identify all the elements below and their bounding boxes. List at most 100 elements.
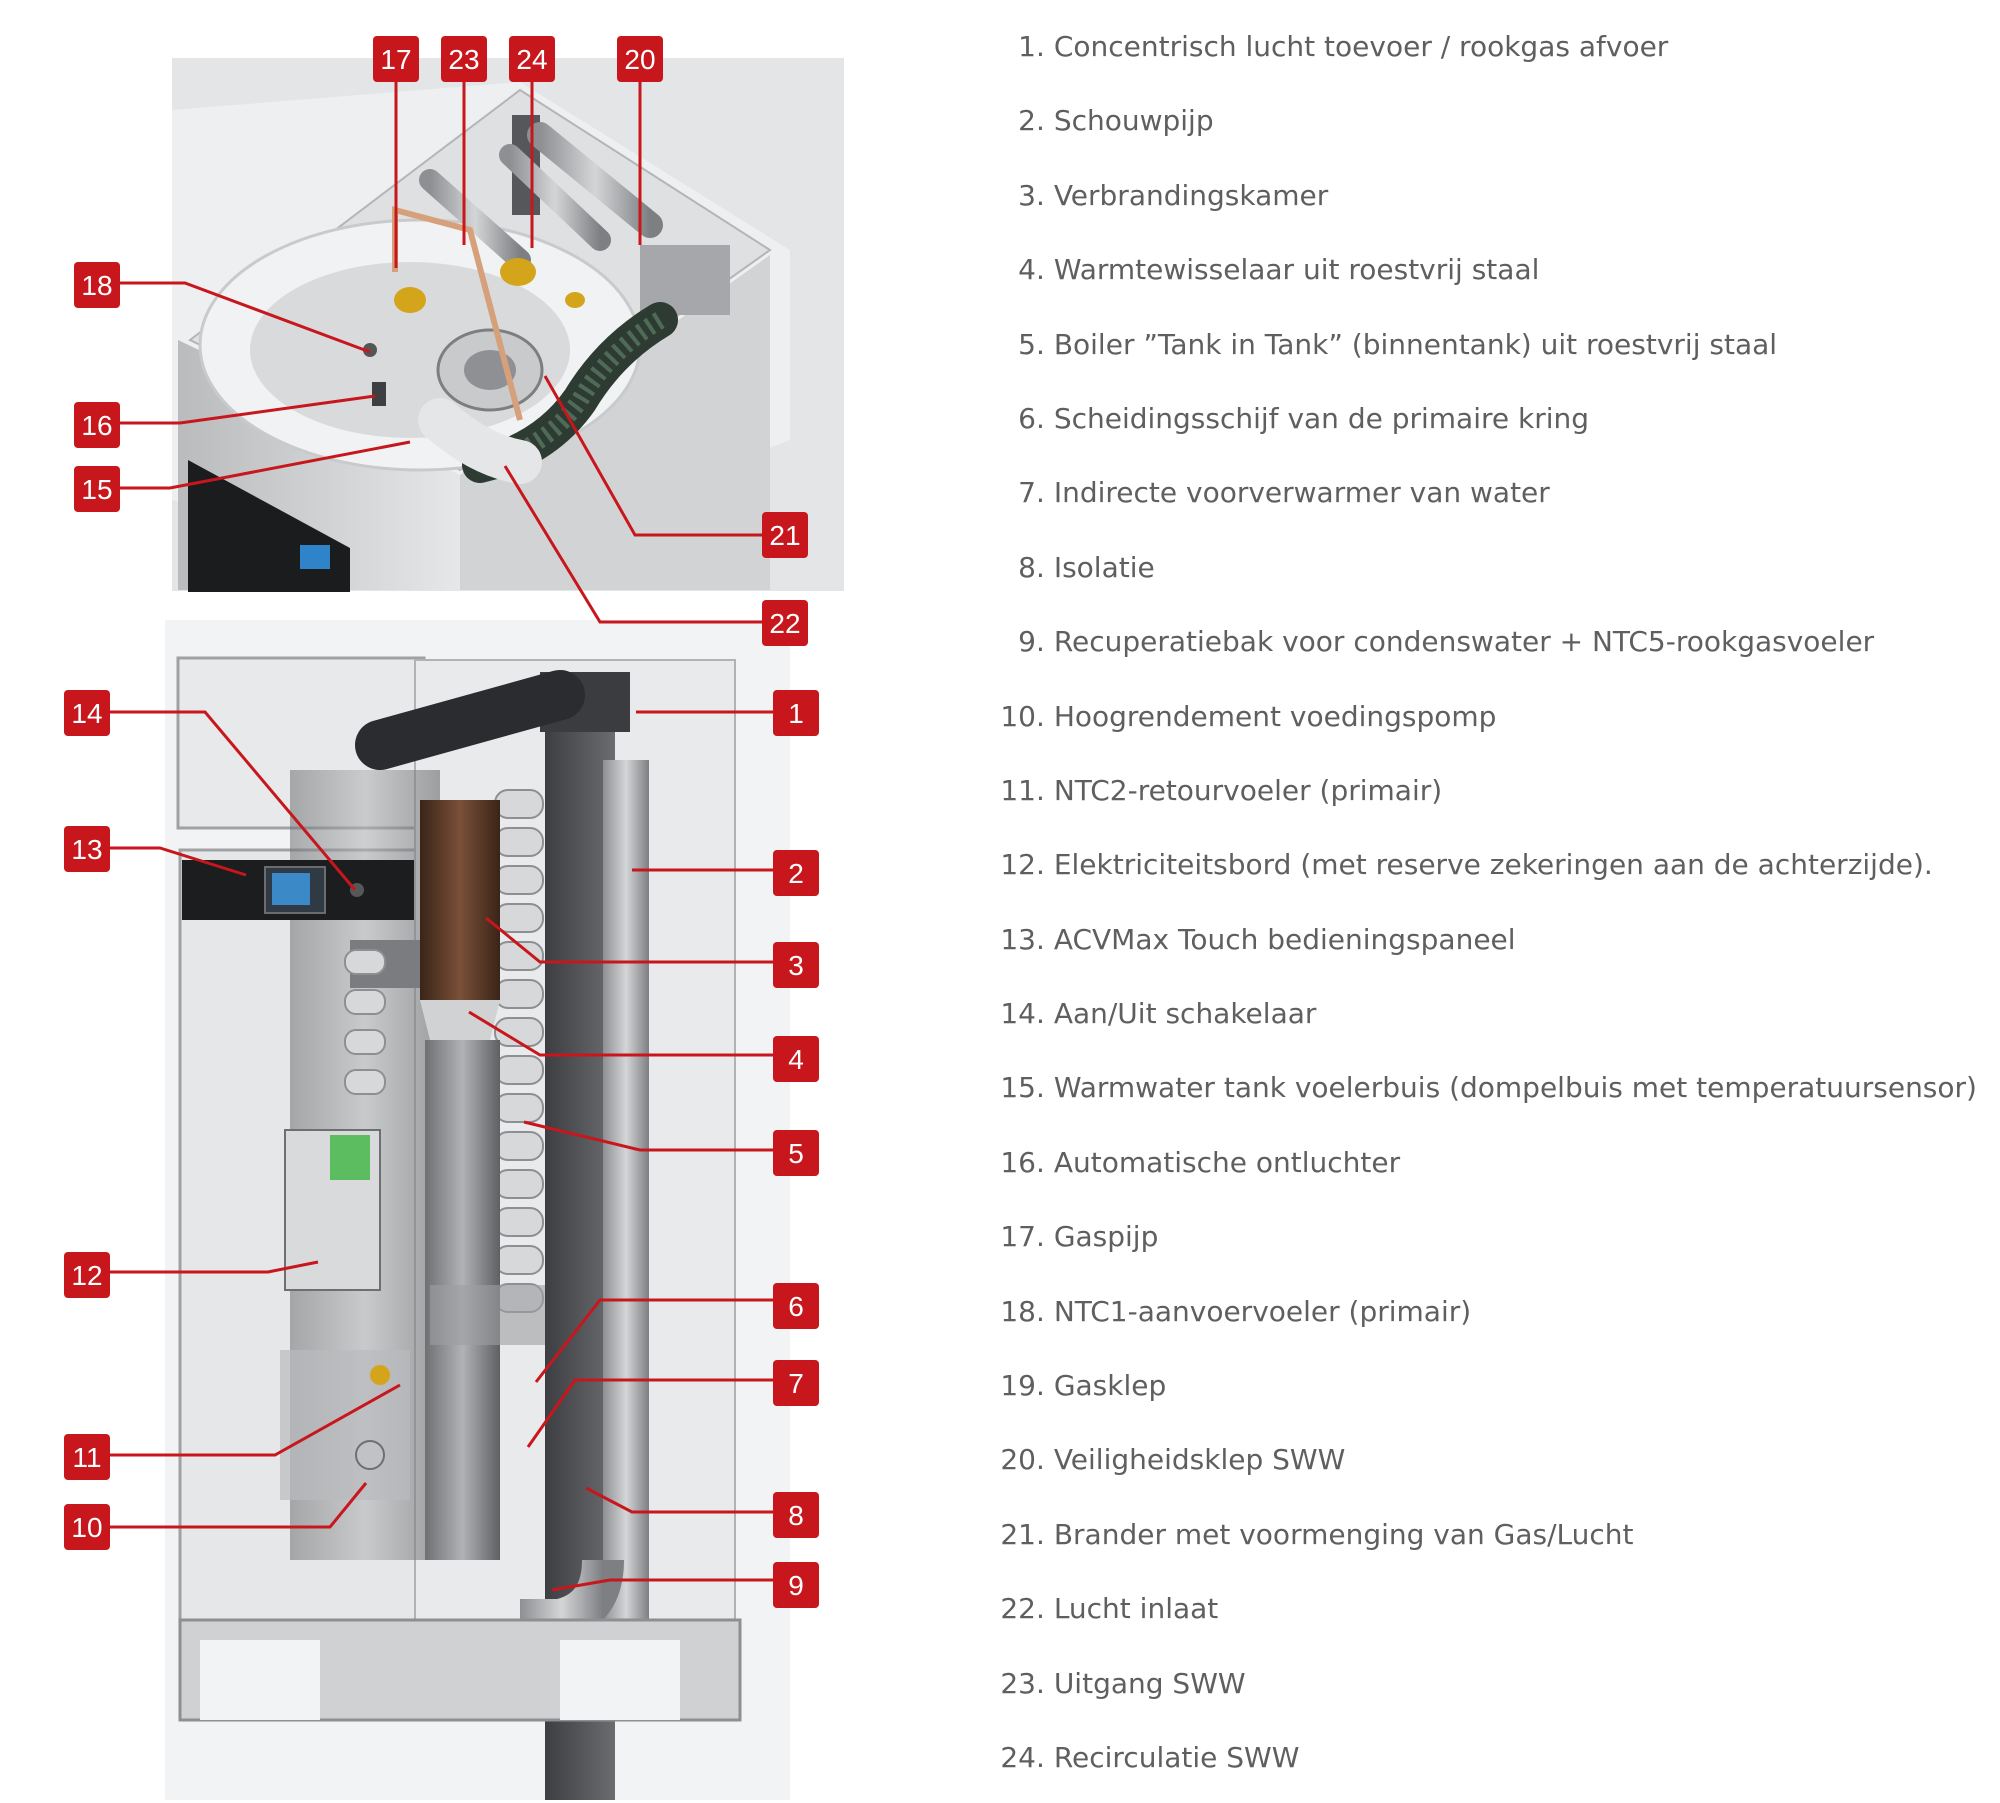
legend-number: 20 [1000,1443,1036,1477]
legend-text: NTC2-retourvoeler (primair) [1053,773,1443,807]
legend-number: 21 [1000,1517,1036,1551]
warmtewisselaar-coils [344,789,544,1313]
legend-text: Isolatie [1053,550,1155,584]
legend-number: 9 [1018,625,1036,659]
legend-text: Hoogrendement voedingspomp [1053,699,1497,733]
svg-text:3: 3 [788,950,804,981]
leader-11 [90,1383,401,1457]
callout-badge-13: 13 [64,826,110,872]
svg-text:10: 10 [71,1512,102,1543]
callout-badge-9: 9 [773,1562,819,1608]
parts-legend: 1. Concentrisch lucht toevoer / rookgas … [980,18,1990,1803]
legend-number: 13 [1000,922,1036,956]
legend-item: 21. Brander met voormenging van Gas/Luch… [980,1506,1990,1580]
legend-item: 12. Elektriciteitsbord (met reserve zeke… [980,836,1990,910]
legend-text: Concentrisch lucht toevoer / rookgas afv… [1053,30,1669,63]
legend-item: 22. Lucht inlaat [980,1580,1990,1654]
callout-badge-21: 21 [762,512,808,558]
legend-text: Brander met voormenging van Gas/Lucht [1053,1517,1634,1551]
leader-12 [90,1260,319,1274]
callout-badge-12: 12 [64,1252,110,1298]
leader-13 [90,846,247,877]
callout-badge-6: 6 [773,1283,819,1329]
legend-number: 11 [1000,773,1036,807]
leader-7 [526,1378,773,1448]
boiler-cutaway-diagram: 1 2 3 4 5 6 7 8 9 10 11 12 13 14 15 16 1… [64,36,844,1800]
legend-text: Warmwater tank voelerbuis (dompelbuis me… [1053,1071,1977,1105]
svg-text:14: 14 [71,698,102,729]
legend-text: Gasklep [1053,1369,1167,1403]
legend-text: Boiler ”Tank in Tank” (binnentank) uit r… [1053,327,1778,361]
legend-text: Uitgang SWW [1053,1666,1246,1700]
legend-item: 3. Verbrandingskamer [980,167,1990,241]
legend-item: 13. ACVMax Touch bedieningspaneel [980,911,1990,985]
legend-text: Automatische ontluchter [1053,1145,1401,1179]
svg-text:24: 24 [516,44,547,75]
svg-text:1: 1 [788,698,804,729]
svg-text:2: 2 [788,858,804,889]
top-view-illustration [172,58,844,592]
legend-text: Elektriciteitsbord (met reserve zekering… [1053,848,1933,882]
callout-badge-8: 8 [773,1492,819,1538]
legend-number: 7 [1018,476,1036,510]
legend-text: Aan/Uit schakelaar [1053,997,1317,1031]
legend-text: Indirecte voorverwarmer van water [1053,476,1550,510]
svg-text:18: 18 [81,270,112,301]
legend-item: 10. Hoogrendement voedingspomp [980,688,1990,762]
legend-item: 15. Warmwater tank voelerbuis (dompelbui… [980,1059,1990,1133]
svg-text:7: 7 [788,1368,804,1399]
legend-number: 1 [1018,30,1036,63]
legend-number: 24 [1000,1740,1036,1774]
legend-item: 2. Schouwpijp [980,92,1990,166]
callout-badge-1: 1 [773,690,819,736]
legend-item: 8. Isolatie [980,539,1990,613]
legend-number: 19 [1000,1369,1036,1403]
legend-text: Schouwpijp [1053,104,1214,138]
svg-text:17: 17 [380,44,411,75]
legend-number: 18 [1000,1294,1036,1328]
legend-number: 15 [1000,1071,1036,1105]
callout-badge-5: 5 [773,1130,819,1176]
legend-text: ACVMax Touch bedieningspaneel [1053,922,1516,956]
callout-badge-3: 3 [773,942,819,988]
svg-text:9: 9 [788,1570,804,1601]
leader-lines [90,57,773,1592]
leader-10 [90,1482,368,1529]
legend-item: 14. Aan/Uit schakelaar [980,985,1990,1059]
svg-text:12: 12 [71,1260,102,1291]
callout-badge-22: 22 [762,600,808,646]
leader-18 [90,281,371,354]
legend-number: 6 [1018,401,1036,435]
callout-badge-7: 7 [773,1360,819,1406]
svg-text:15: 15 [81,474,112,505]
legend-item: 19. Gasklep [980,1357,1990,1431]
legend-number: 4 [1018,253,1036,287]
legend-number: 8 [1018,550,1036,584]
callout-badge-23: 23 [441,36,487,82]
svg-text:4: 4 [788,1044,804,1075]
leader-14 [90,710,357,891]
legend-text: Recirculatie SWW [1053,1740,1300,1774]
legend-number: 17 [1000,1220,1036,1254]
legend-text: NTC1-aanvoervoeler (primair) [1053,1294,1472,1328]
legend-text: Recuperatiebak voor condenswater + NTC5-… [1053,625,1875,659]
svg-text:8: 8 [788,1500,804,1531]
legend-item: 11. NTC2-retourvoeler (primair) [980,762,1990,836]
leader-9 [551,1578,773,1592]
legend-text: Warmtewisselaar uit roestvrij staal [1053,253,1540,287]
callout-badge-18: 18 [74,262,120,308]
legend-text: Veiligheidsklep SWW [1053,1443,1346,1477]
callout-badge-20: 20 [617,36,663,82]
svg-text:13: 13 [71,834,102,865]
legend-item: 20. Veiligheidsklep SWW [980,1431,1990,1505]
leader-22 [503,465,773,624]
leader-5 [523,1120,773,1152]
svg-text:16: 16 [81,410,112,441]
legend-number: 12 [1000,848,1036,882]
legend-text: Verbrandingskamer [1053,178,1329,212]
leader-3 [485,916,773,964]
svg-text:23: 23 [448,44,479,75]
callout-badge-16: 16 [74,402,120,448]
svg-text:11: 11 [72,1442,101,1473]
leader-21 [543,375,773,537]
